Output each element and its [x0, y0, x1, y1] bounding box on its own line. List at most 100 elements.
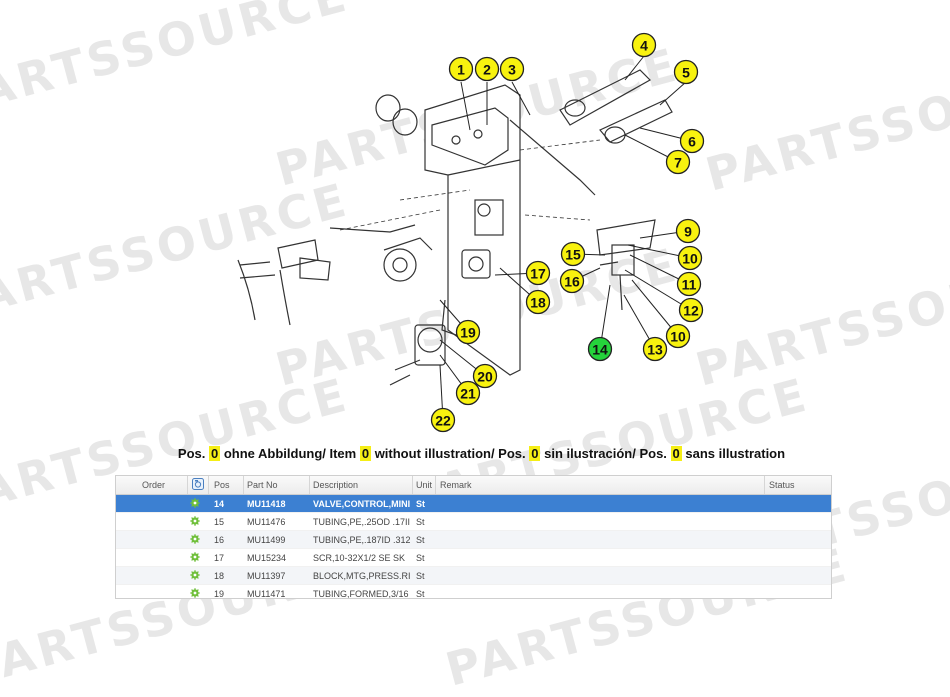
table-row[interactable]: 18 MU11397 BLOCK,MTG,PRESS.RI St: [116, 567, 831, 585]
column-header-pos[interactable]: Pos: [214, 480, 230, 490]
callout-label: 17: [530, 266, 546, 282]
callout-6[interactable]: 6: [679, 128, 705, 154]
camera-icon[interactable]: [192, 478, 204, 492]
gear-icon[interactable]: [190, 570, 200, 580]
callout-label: 7: [674, 155, 682, 171]
callout-13[interactable]: 13: [642, 336, 668, 362]
column-header-remark[interactable]: Remark: [440, 480, 472, 490]
table-row[interactable]: 17 MU15234 SCR,10-32X1/2 SE SK St: [116, 549, 831, 567]
column-header-order[interactable]: Order: [142, 480, 166, 490]
callout-label: 14: [592, 342, 608, 358]
column-header-unit[interactable]: Unit: [416, 480, 433, 490]
row-description: SCR,10-32X1/2 SE SK: [313, 553, 406, 563]
column-header-status[interactable]: Status: [769, 480, 795, 490]
no-illustration-caption: Pos. 0 ohne Abbildung/ Item 0 without il…: [0, 446, 950, 461]
callout-label: 19: [460, 325, 476, 341]
row-pos: 15: [214, 517, 225, 527]
callout-15[interactable]: 15: [560, 241, 586, 267]
row-part-no: MU11397: [247, 571, 286, 581]
row-unit: St: [416, 535, 425, 545]
row-description: BLOCK,MTG,PRESS.RI: [313, 571, 410, 581]
callout-12[interactable]: 12: [678, 297, 704, 323]
callout-20[interactable]: 20: [472, 363, 498, 389]
gear-icon[interactable]: [190, 498, 200, 508]
gear-icon[interactable]: [190, 552, 200, 562]
callout-7[interactable]: 7: [665, 149, 691, 175]
table-row[interactable]: 16 MU11499 TUBING,PE,.187ID .312 St: [116, 531, 831, 549]
caption-zero-highlight: 0: [208, 446, 221, 461]
row-description: TUBING,PE,.187ID .312: [313, 535, 410, 545]
callout-label: 13: [647, 342, 663, 358]
callout-11[interactable]: 11: [676, 271, 702, 297]
row-description: TUBING,FORMED,3/16: [313, 589, 409, 599]
row-part-no: MU11418: [247, 499, 286, 509]
callout-22[interactable]: 22: [430, 407, 456, 433]
table-row[interactable]: 14 MU11418 VALVE,CONTROL,MINI St: [116, 495, 831, 513]
callout-label: 6: [688, 134, 696, 150]
callout-2[interactable]: 2: [474, 56, 500, 82]
row-part-no: MU15234: [247, 553, 287, 563]
row-part-no: MU11499: [247, 535, 286, 545]
row-unit: St: [416, 553, 425, 563]
callout-label: 12: [683, 303, 699, 319]
caption-text: without illustration/ Pos.: [371, 446, 530, 461]
callout-10[interactable]: 10: [677, 245, 703, 271]
callout-label: 4: [640, 38, 648, 54]
callout-label: 10: [682, 251, 698, 267]
callout-label: 20: [477, 369, 493, 385]
callout-10[interactable]: 10: [665, 323, 691, 349]
row-description: TUBING,PE,.25OD .17II: [313, 517, 410, 527]
caption-text: sans illustration: [681, 446, 786, 461]
callout-label: 10: [670, 329, 686, 345]
row-unit: St: [416, 517, 425, 527]
callout-label: 16: [564, 274, 580, 290]
row-pos: 14: [214, 499, 225, 509]
row-unit: St: [416, 589, 425, 599]
callout-label: 3: [508, 62, 516, 78]
row-pos: 17: [214, 553, 225, 563]
callout-21[interactable]: 21: [455, 380, 481, 406]
callout-14[interactable]: 14: [587, 336, 613, 362]
callout-label: 22: [435, 413, 451, 429]
callout-label: 1: [457, 62, 465, 78]
gear-icon[interactable]: [190, 534, 200, 544]
callout-9[interactable]: 9: [675, 218, 701, 244]
column-header-description[interactable]: Description: [313, 480, 359, 490]
caption-zero-highlight: 0: [670, 446, 682, 461]
callout-16[interactable]: 16: [559, 268, 585, 294]
diagram-linework: [237, 69, 673, 386]
gear-icon[interactable]: [190, 516, 200, 526]
table-row[interactable]: 19 MU11471 TUBING,FORMED,3/16 St: [116, 585, 831, 599]
row-unit: St: [416, 499, 425, 509]
callout-4[interactable]: 4: [631, 32, 657, 58]
callout-label: 2: [483, 62, 491, 78]
row-part-no: MU11471: [247, 589, 286, 599]
row-pos: 19: [214, 589, 225, 599]
callout-label: 15: [565, 247, 581, 263]
parts-table[interactable]: Order Pos Part No Description Unit Remar…: [115, 475, 832, 599]
row-pos: 16: [214, 535, 225, 545]
callout-label: 11: [682, 277, 697, 293]
callout-label: 21: [460, 386, 476, 402]
callout-17[interactable]: 17: [525, 260, 551, 286]
row-description: VALVE,CONTROL,MINI: [313, 499, 410, 509]
gear-icon[interactable]: [190, 588, 200, 598]
callout-19[interactable]: 19: [455, 319, 481, 345]
column-header-part-no[interactable]: Part No: [247, 480, 278, 490]
callout-label: 18: [530, 295, 546, 311]
callout-label: 9: [684, 224, 692, 240]
callout-18[interactable]: 18: [525, 289, 551, 315]
caption-text: ohne Abbildung/ Item: [220, 446, 360, 461]
caption-text: sin ilustración/ Pos.: [540, 446, 671, 461]
callout-5[interactable]: 5: [673, 59, 699, 85]
caption-text: Pos.: [177, 446, 209, 461]
table-header: Order Pos Part No Description Unit Remar…: [116, 476, 831, 495]
callout-3[interactable]: 3: [499, 56, 525, 82]
callout-1[interactable]: 1: [448, 56, 474, 82]
row-pos: 18: [214, 571, 225, 581]
row-unit: St: [416, 571, 425, 581]
